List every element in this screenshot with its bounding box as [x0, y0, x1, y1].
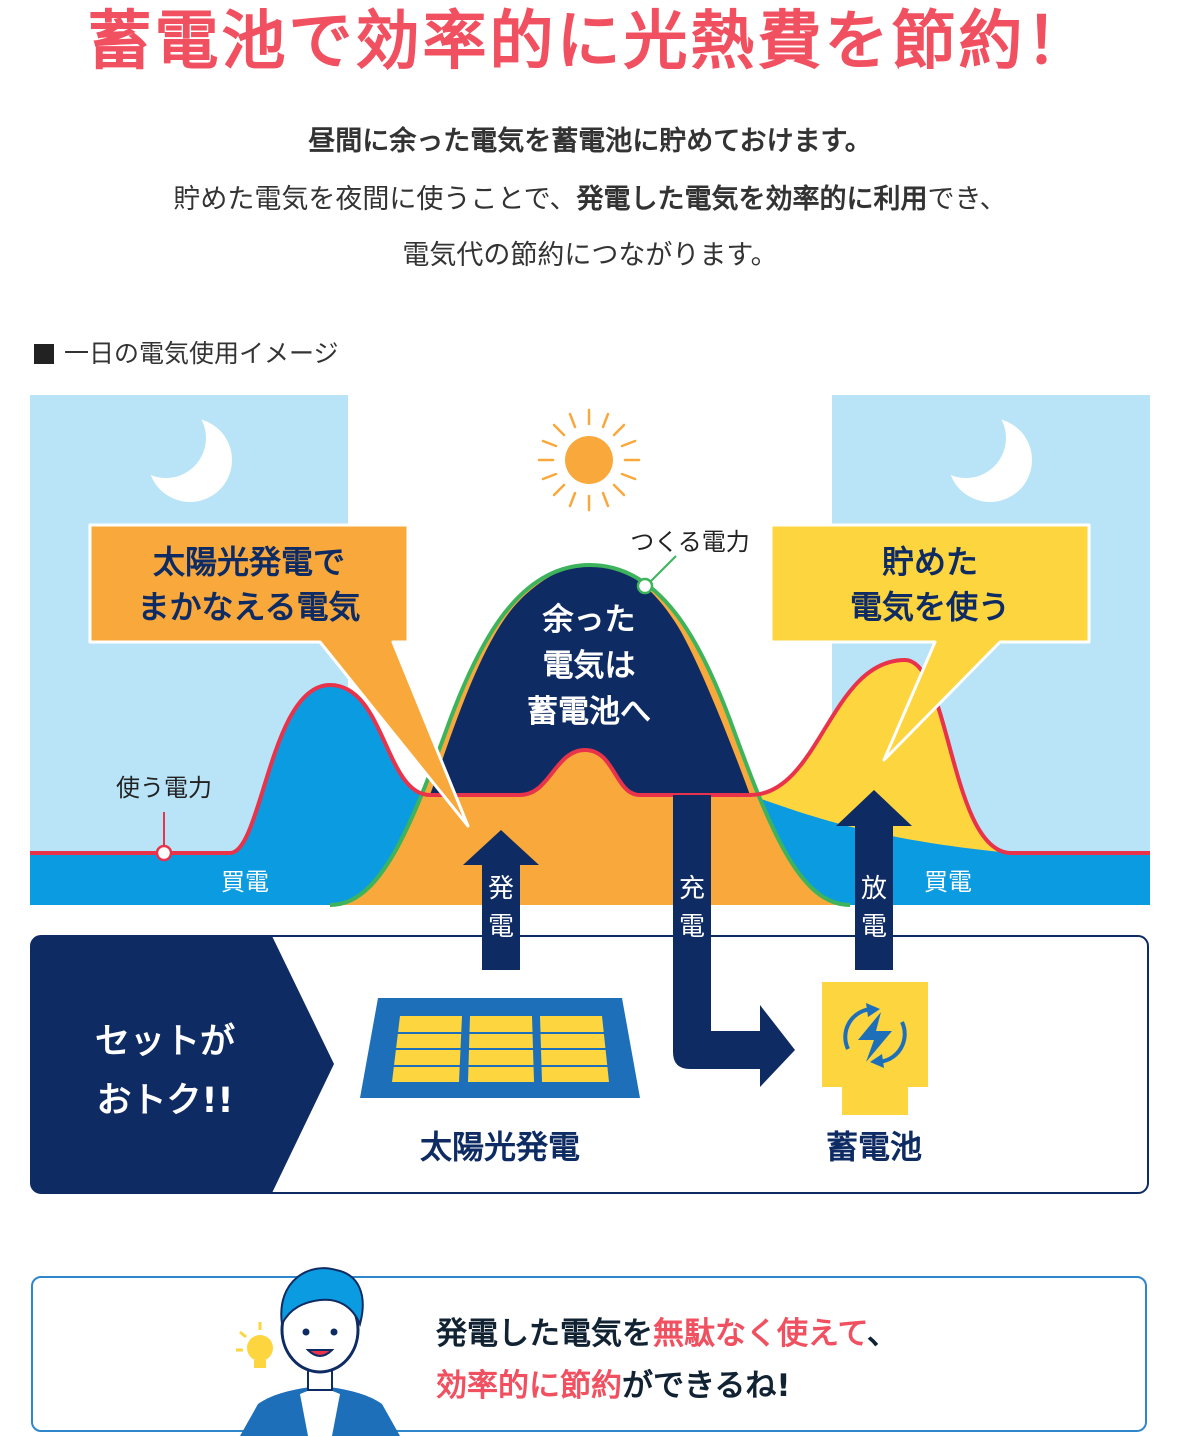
battery-icon: [822, 982, 928, 1115]
discharge-arrow: 放 電: [836, 790, 912, 970]
daily-usage-diagram: 使う電力 つくる電力 買電 買電 太陽光発電で まかなえる電気 貯めた 電気を使…: [30, 395, 1150, 1194]
surplus-line-3: 蓄電池へ: [527, 694, 651, 730]
surplus-line-1: 余った: [542, 602, 636, 638]
intro-line-2: 貯めた電気を夜間に使うことで、発電した電気を効率的に利用でき、: [173, 184, 1007, 215]
intro-line-1: 昼間に余った電気を蓄電池に貯めておけます。: [308, 126, 872, 157]
lightbulb-icon: [236, 1322, 273, 1368]
purchased-usage-left-area: [30, 685, 470, 905]
buy-label-left: 買電: [221, 868, 269, 896]
set-badge-line-2: おトク!!: [97, 1081, 234, 1121]
callout-right-line-1: 貯めた: [882, 543, 978, 581]
bottom-message-line-2: 効率的に節約ができるね!: [436, 1368, 791, 1404]
usage-marker: [155, 844, 173, 862]
battery-label: 蓄電池: [826, 1128, 922, 1166]
person-illustration: [236, 1267, 400, 1436]
page-headline: 蓄電池で効率的に光熱費を節約！: [87, 5, 1093, 79]
callout-solar-coverage: 太陽光発電で まかなえる電気: [88, 523, 470, 828]
buy-label-right: 買電: [924, 868, 972, 896]
lightning-icon: [858, 1012, 892, 1062]
generate-arrow-char-1: 発: [488, 874, 514, 904]
square-bullet-icon: [34, 344, 54, 364]
bottom-message-box: [31, 1276, 1147, 1432]
callout-left-line-2: まかなえる電気: [137, 588, 360, 626]
surplus-line-2: 電気は: [543, 648, 636, 684]
charge-arrow: 充 電: [673, 795, 795, 1087]
generation-marker: [636, 577, 654, 595]
solar-panel-icon: [360, 998, 640, 1098]
set-badge-line-1: セットが: [95, 1022, 235, 1062]
solar-label: 太陽光発電: [420, 1128, 580, 1166]
callout-left-line-1: 太陽光発電で: [153, 543, 345, 581]
section-label: 一日の電気使用イメージ: [34, 336, 339, 372]
moon-icon-right: [926, 398, 1032, 502]
generation-label: つくる電力: [630, 528, 750, 556]
generate-arrow: 発 電: [463, 830, 539, 970]
generate-arrow-char-2: 電: [488, 912, 514, 942]
moon-icon-left: [126, 398, 232, 502]
charge-arrow-char-1: 充: [679, 874, 705, 904]
bottom-message-line-1: 発電した電気を無駄なく使えて、: [436, 1316, 898, 1352]
purchased-usage-right-area: [750, 795, 1150, 905]
generation-leader-line: [647, 555, 677, 585]
usage-label: 使う電力: [116, 774, 212, 802]
discharge-arrow-char-2: 電: [861, 912, 887, 942]
discharge-arrow-char-1: 放: [861, 874, 887, 904]
set-badge-shape: [31, 936, 334, 1193]
surplus-to-battery-area: [430, 565, 750, 795]
generation-curve: [329, 562, 851, 907]
callout-right-line-2: 電気を使う: [850, 588, 1010, 626]
charge-arrow-char-2: 電: [679, 912, 705, 942]
intro-line-3: 電気代の節約につながります。: [402, 240, 778, 271]
callout-use-stored: 貯めた 電気を使う: [769, 523, 1091, 762]
sun-icon: [537, 408, 641, 512]
